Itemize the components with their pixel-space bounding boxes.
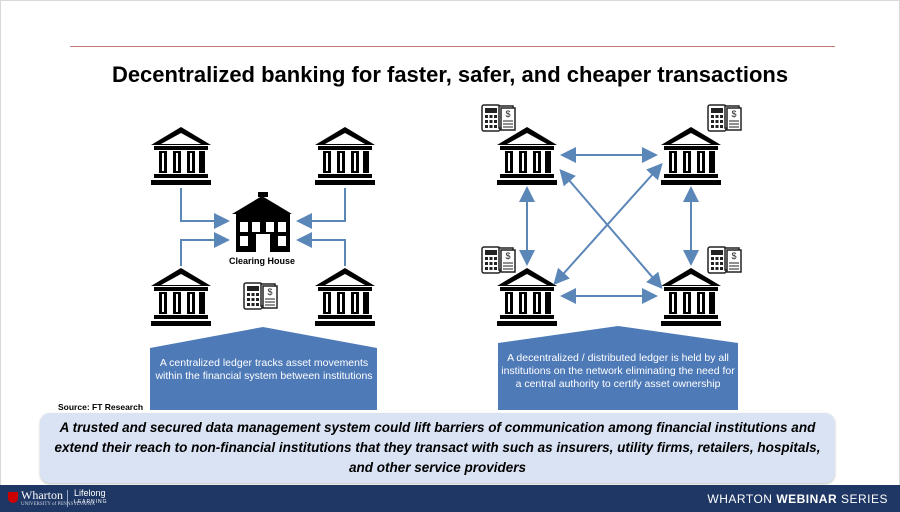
arrow	[180, 232, 230, 266]
summary-box: A trusted and secured data management sy…	[40, 413, 835, 483]
lifelong-learning-logo: Lifelong LEARNING	[74, 489, 108, 507]
bank-icon	[497, 127, 557, 185]
webinar-series-label: WHARTON WEBINAR SERIES	[707, 492, 888, 506]
callout-shape-right	[498, 326, 738, 410]
bank-icon	[497, 268, 557, 326]
logo-subtext: UNIVERSITY of PENNSYLVANIA	[21, 502, 95, 507]
source-note: Source: FT Research	[58, 402, 144, 412]
logo-text: Wharton	[21, 488, 63, 502]
top-rule	[70, 46, 835, 47]
footer-divider	[67, 490, 68, 507]
footer-bar: Wharton UNIVERSITY of PENNSYLVANIA Lifel…	[0, 485, 900, 512]
calculator-ledger-icon	[481, 104, 516, 132]
arrow	[296, 232, 346, 266]
callout-text-left: A centralized ledger tracks asset moveme…	[155, 357, 373, 382]
callout-text-right: A decentralized / distributed ledger is …	[501, 352, 735, 390]
right-diagram	[481, 104, 742, 410]
double-arrow	[559, 168, 663, 290]
shield-icon	[8, 492, 18, 503]
bank-icon	[315, 127, 375, 185]
summary-text: A trusted and secured data management sy…	[54, 420, 821, 475]
calculator-ledger-icon	[707, 246, 742, 274]
ll-line2: LEARNING	[74, 499, 108, 505]
slide-title: Decentralized banking for faster, safer,…	[111, 62, 789, 87]
ll-line1: Lifelong	[74, 488, 106, 498]
bank-icon	[661, 268, 721, 326]
arrow	[296, 188, 346, 229]
arrow	[180, 188, 230, 229]
calculator-ledger-icon	[481, 246, 516, 274]
callout-shape-left	[150, 327, 377, 410]
left-diagram	[150, 127, 377, 410]
calculator-ledger-icon	[707, 104, 742, 132]
series-bold: WEBINAR	[776, 492, 838, 506]
double-arrow	[553, 163, 663, 285]
calculator-ledger-icon	[243, 282, 278, 310]
bank-icon	[661, 127, 721, 185]
bank-icon	[315, 268, 375, 326]
series-suffix: SERIES	[837, 492, 888, 506]
wharton-logo: Wharton UNIVERSITY of PENNSYLVANIA	[8, 488, 95, 507]
bank-icon	[151, 268, 211, 326]
series-prefix: WHARTON	[707, 492, 777, 506]
clearing-house-label: Clearing House	[228, 256, 295, 266]
clearing-house-icon	[232, 192, 292, 252]
bank-icon	[151, 127, 211, 185]
